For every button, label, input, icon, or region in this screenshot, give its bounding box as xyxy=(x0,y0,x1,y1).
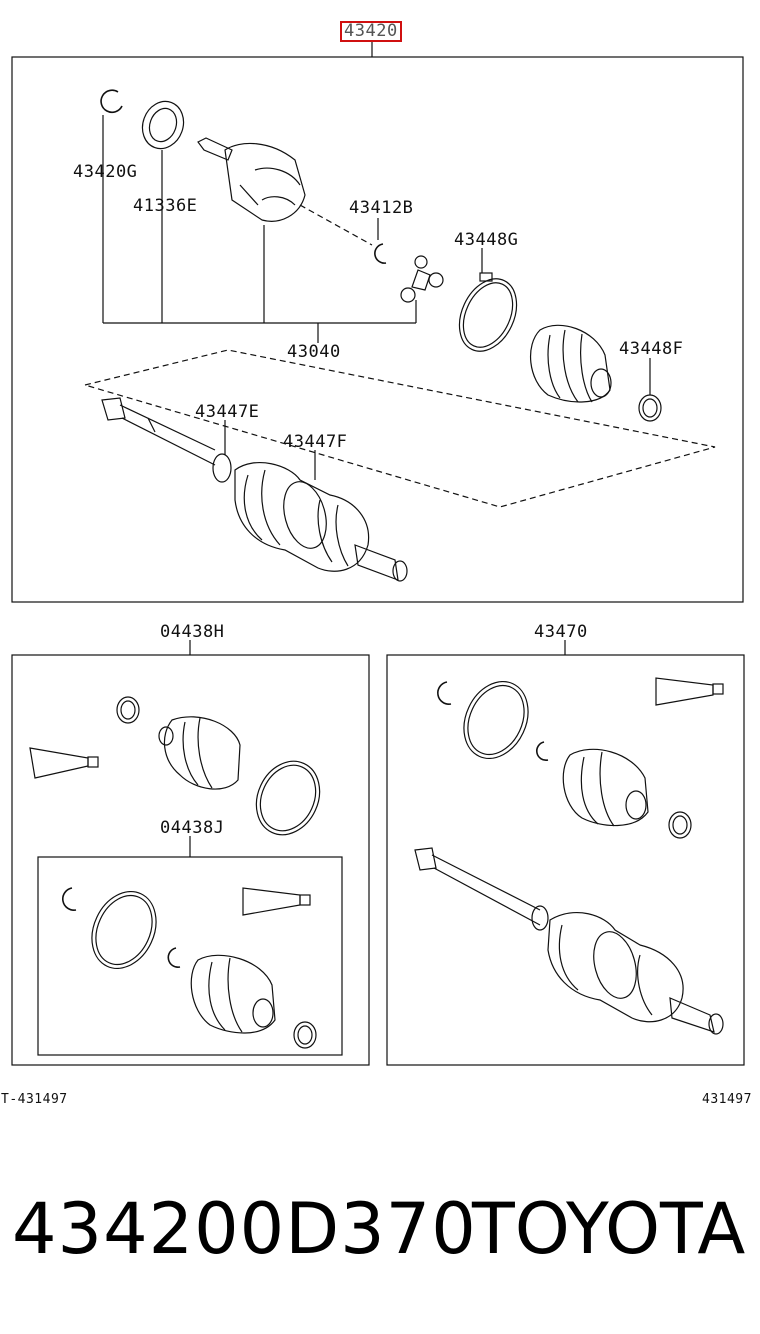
snap-ring-icon xyxy=(100,89,123,114)
main-frame xyxy=(11,56,744,603)
boot-icon xyxy=(529,324,612,403)
small-clamp-h-icon xyxy=(116,696,140,724)
inner-joint-housing-icon xyxy=(197,137,306,222)
label-04438j: 04438J xyxy=(160,818,225,838)
boot-r-icon xyxy=(562,748,649,827)
small-clamp-r-icon xyxy=(668,811,692,839)
grease-tube-j-icon xyxy=(242,887,311,916)
label-41336e: 41336E xyxy=(133,196,198,216)
small-clamp-j-icon xyxy=(293,1021,317,1049)
footer-left-code: T-431497 xyxy=(1,1092,68,1107)
dust-seal-icon xyxy=(141,100,185,150)
part-number: 434200D370 xyxy=(12,1188,477,1270)
label-43470: 43470 xyxy=(534,622,588,642)
label-43412b: 43412B xyxy=(349,198,414,218)
tripod-joint-icon xyxy=(400,255,444,303)
clamp-band-icon xyxy=(458,272,518,352)
small-clamp-icon xyxy=(638,394,662,422)
parts-diagram xyxy=(11,40,745,1066)
brand-name: TOYOTA xyxy=(472,1188,746,1270)
label-43420g: 43420G xyxy=(73,162,138,182)
snap-ring-r2-icon xyxy=(535,741,549,762)
grease-tube-r-icon xyxy=(655,677,724,706)
boot-j-icon xyxy=(190,954,276,1034)
label-04438h: 04438H xyxy=(160,622,225,642)
label-43448g: 43448G xyxy=(454,230,519,250)
label-43447e: 43447E xyxy=(195,402,260,422)
clamp-band-h-icon xyxy=(255,760,321,836)
drive-shaft-icon xyxy=(101,397,408,582)
footer-right-code: 431497 xyxy=(702,1092,752,1107)
snap-ring-j2-icon xyxy=(167,947,181,968)
label-43040: 43040 xyxy=(287,342,341,362)
assembly-label[interactable]: 43420 xyxy=(340,21,402,42)
snap-ring-r-icon xyxy=(437,681,452,705)
grease-tube-h-icon xyxy=(29,747,99,779)
boot-kit-j-frame xyxy=(37,856,343,1056)
snap-ring-j-icon xyxy=(62,887,77,911)
boot-h-icon xyxy=(158,716,241,790)
shaft-assy-icon xyxy=(414,847,724,1035)
clamp-band-r-icon xyxy=(463,680,529,760)
label-43447f: 43447F xyxy=(283,432,348,452)
label-43448f: 43448F xyxy=(619,339,684,359)
clamp-band-j-icon xyxy=(91,890,157,970)
snap-ring-b-icon xyxy=(374,243,387,264)
